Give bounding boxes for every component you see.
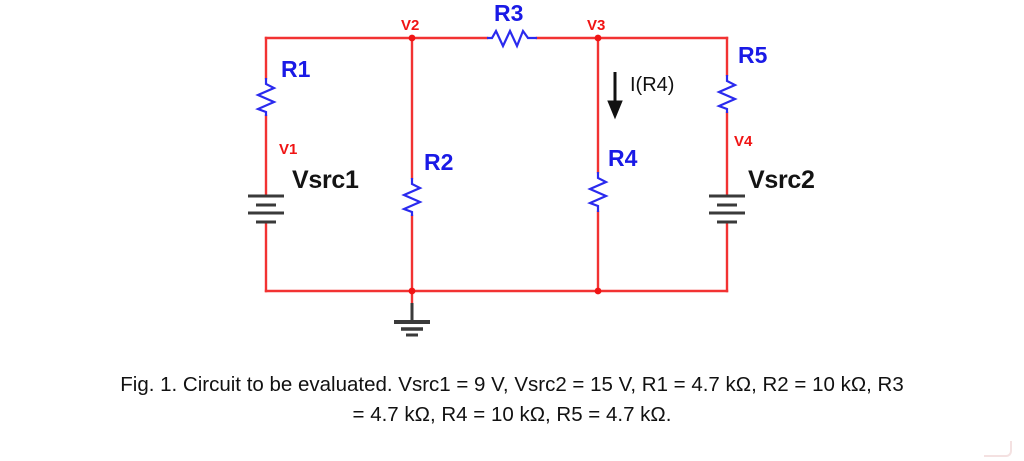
resistor-symbol-r1 <box>255 78 277 116</box>
ground-symbol <box>394 303 430 337</box>
annotation-label-ir4: I(R4) <box>630 74 675 96</box>
circuit-schematic-svg <box>248 28 745 337</box>
component-label-r5: R5 <box>738 42 768 68</box>
component-label-r2: R2 <box>424 149 454 175</box>
wire-network <box>264 36 729 315</box>
figure-caption: Fig. 1. Circuit to be evaluated. Vsrc1 =… <box>0 370 1024 429</box>
resistor-symbols <box>255 28 738 216</box>
circuit-diagram: R1 R2 R3 R4 R5 Vsrc1 Vsrc2 V1 V2 V3 V4 I… <box>248 0 815 337</box>
current-arrow-ir4 <box>607 72 623 120</box>
node-label-v4: V4 <box>734 133 753 150</box>
resistor-symbol-r5 <box>716 75 738 113</box>
component-label-r3: R3 <box>494 0 524 26</box>
battery-symbols <box>248 194 745 224</box>
node-label-v2: V2 <box>401 17 420 34</box>
component-label-r1: R1 <box>281 56 311 82</box>
junction-dot-v2 <box>408 34 416 42</box>
caption-line-2: = 4.7 kΩ, R4 = 10 kΩ, R5 = 4.7 kΩ. <box>352 402 672 426</box>
resistor-symbol-r2 <box>401 178 423 216</box>
battery-symbol-vsrc2 <box>709 194 745 224</box>
component-label-vsrc2: Vsrc2 <box>748 166 815 194</box>
component-label-vsrc1: Vsrc1 <box>292 166 359 194</box>
junction-dot-bottom-r2 <box>408 287 416 295</box>
junction-dot-bottom-r4 <box>594 287 602 295</box>
junction-dots <box>408 34 602 295</box>
battery-symbol-vsrc1 <box>248 194 284 224</box>
node-label-v1: V1 <box>279 141 298 158</box>
node-label-v3: V3 <box>587 17 606 34</box>
current-arrow-head <box>607 100 623 120</box>
resistor-symbol-r4 <box>587 172 609 212</box>
page-edge-artifact <box>984 441 1012 457</box>
resistor-symbol-r3 <box>487 28 537 49</box>
component-label-r4: R4 <box>608 145 638 171</box>
caption-line-1: Fig. 1. Circuit to be evaluated. Vsrc1 =… <box>120 373 904 396</box>
junction-dot-v3 <box>594 34 602 42</box>
